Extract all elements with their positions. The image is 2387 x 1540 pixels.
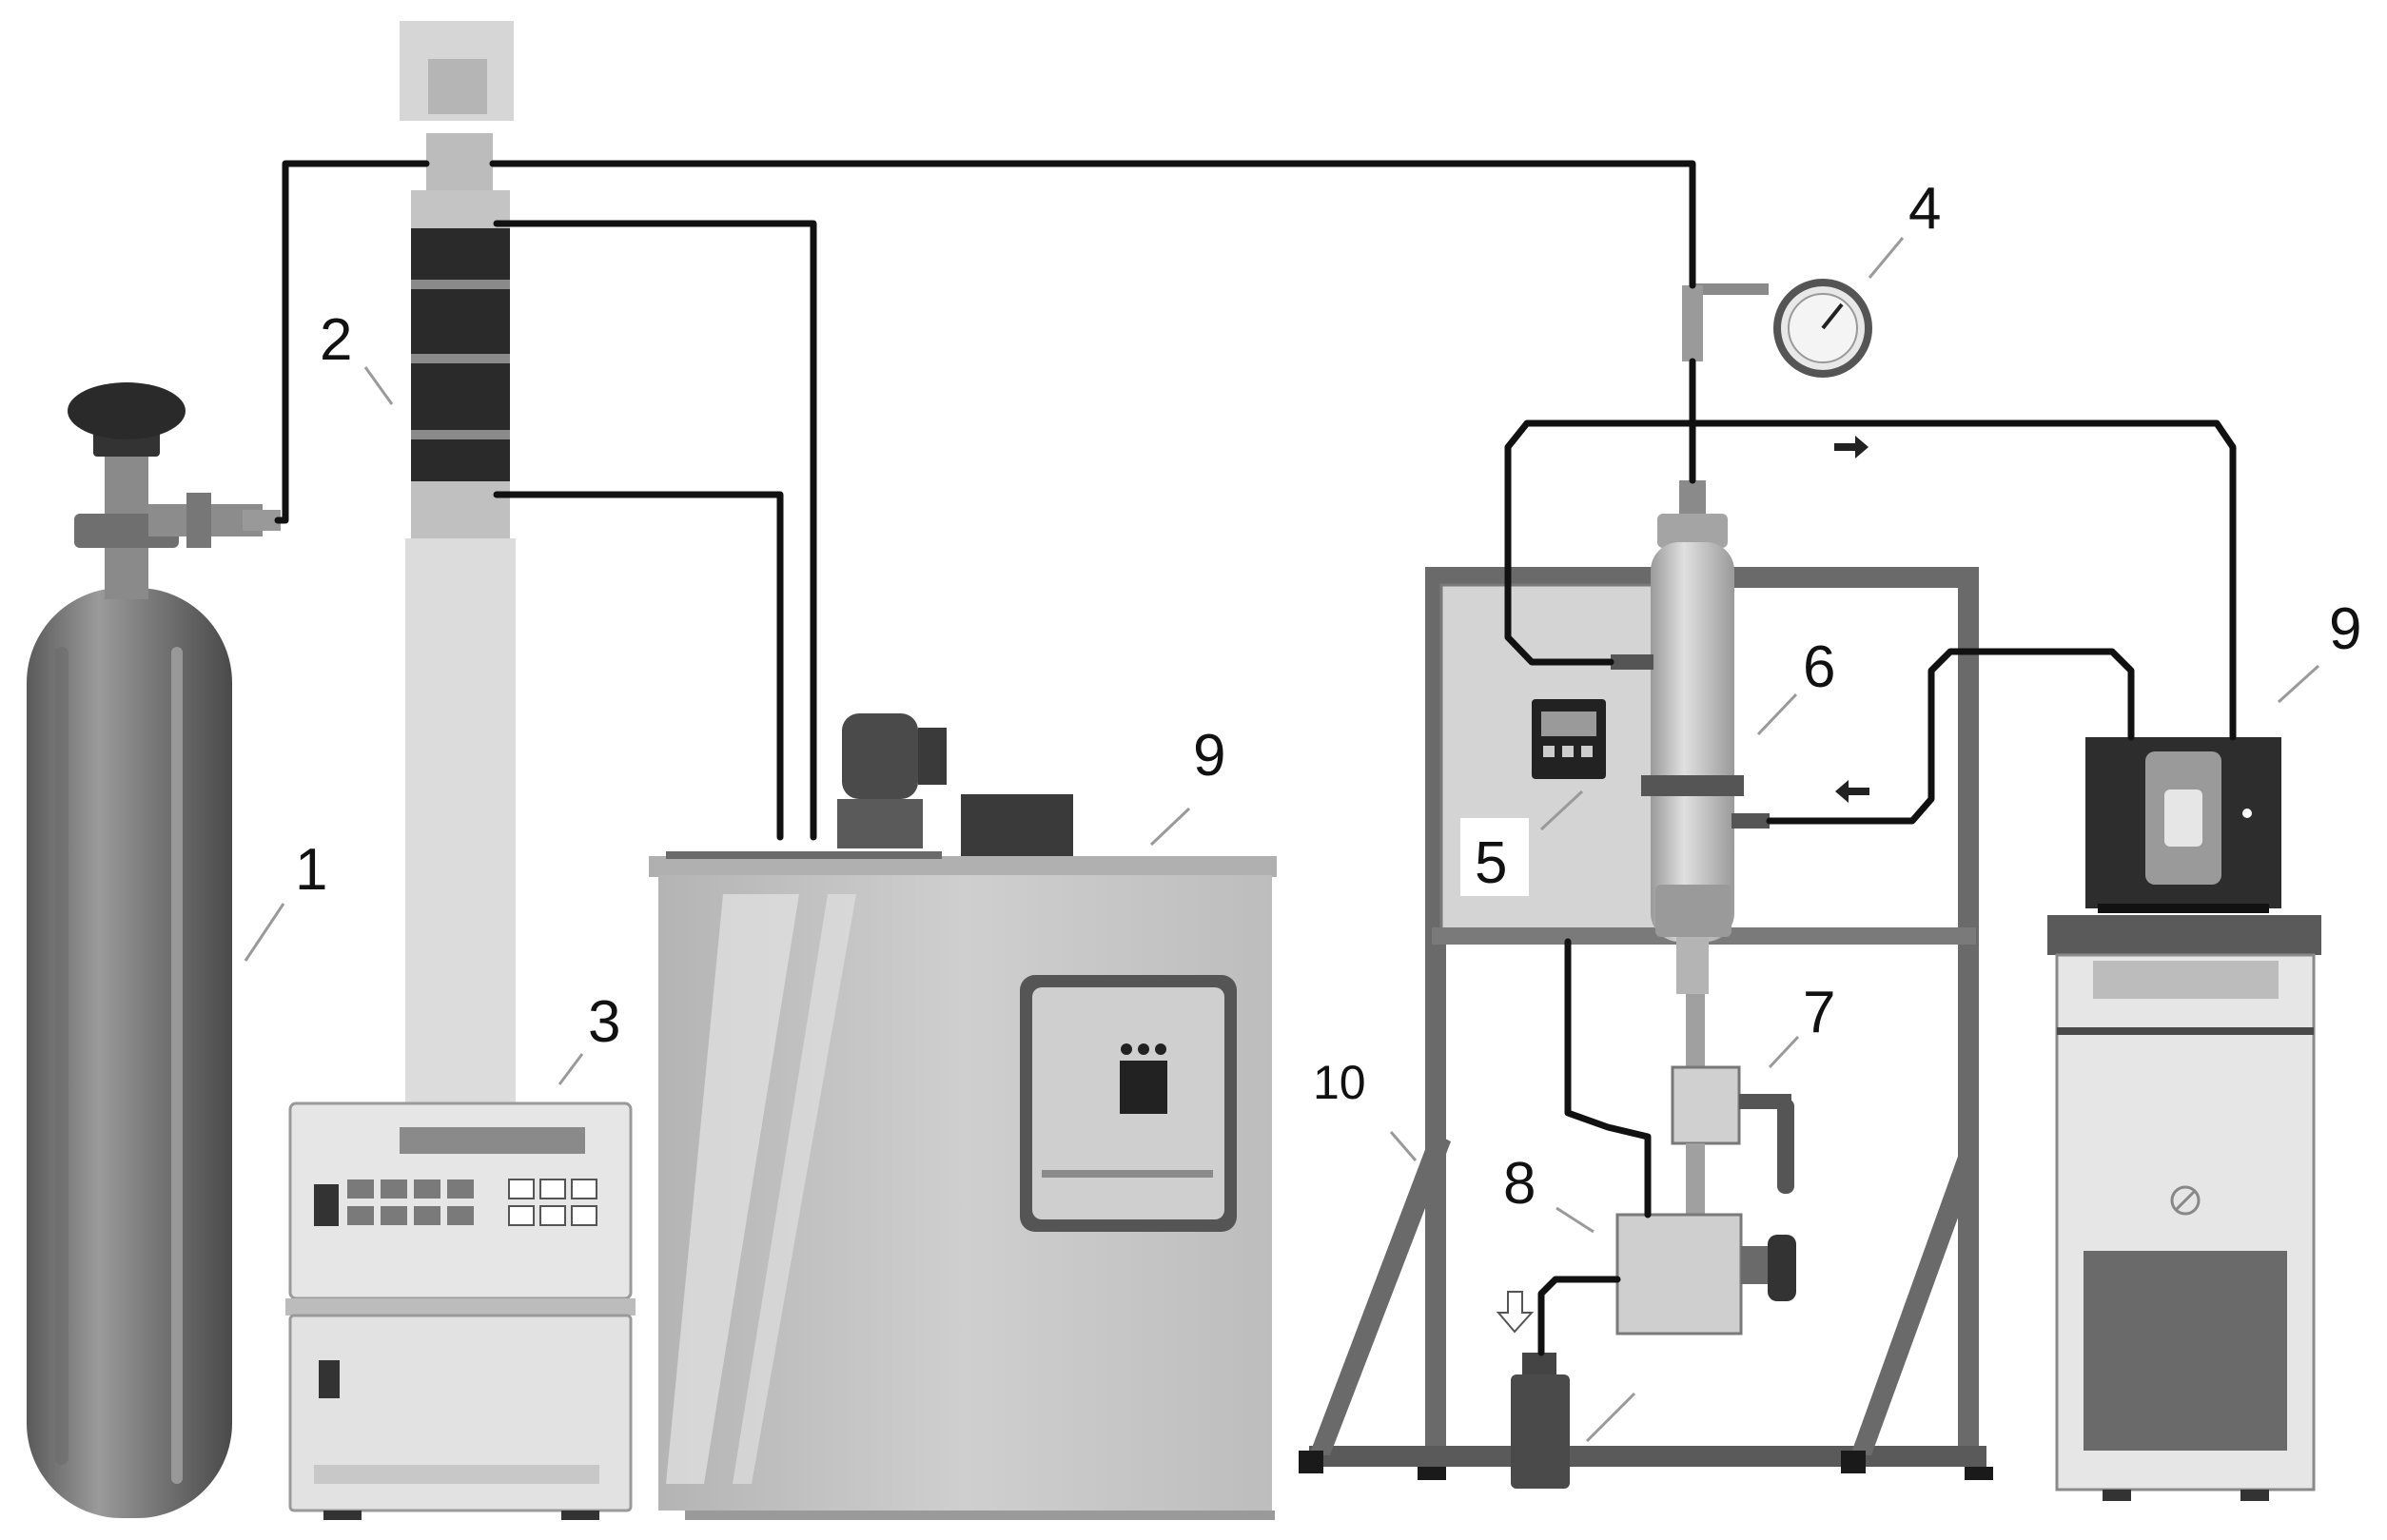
leader-5 [1539, 789, 1584, 831]
leader-bottle [1585, 1392, 1636, 1443]
leader-4 [1868, 237, 1905, 279]
leader-1 [244, 903, 285, 962]
label-2: 2 [320, 307, 352, 373]
flow-arrows [1834, 436, 1869, 803]
label-3: 3 [588, 989, 620, 1055]
co2-cylinder [27, 382, 281, 1518]
cooling-bath-left [649, 713, 1277, 1520]
leader-9-right [2277, 664, 2320, 704]
hplc-pump [285, 1101, 636, 1520]
collection-bottle [1496, 1291, 1570, 1489]
tubing [274, 160, 2237, 1356]
support-frame [1299, 567, 1993, 1480]
pump-head [400, 21, 516, 1109]
label-9-left: 9 [1193, 723, 1225, 789]
label-5: 5 [1475, 830, 1507, 896]
label-5-box [1460, 818, 1529, 896]
valve-upper [1671, 994, 1794, 1215]
leader-9-left [1149, 807, 1191, 847]
label-7: 7 [1803, 980, 1835, 1045]
label-9-right: 9 [2329, 596, 2361, 662]
leader-8 [1555, 1206, 1595, 1234]
circulator-right [2047, 737, 2321, 1501]
label-4: 4 [1908, 176, 1941, 242]
leader-7 [1768, 1035, 1800, 1069]
label-6: 6 [1803, 634, 1835, 700]
leader-6 [1756, 692, 1798, 736]
label-10: 10 [1313, 1056, 1366, 1109]
label-8: 8 [1503, 1151, 1536, 1217]
temperature-controller [1532, 699, 1606, 779]
pressure-gauge [1682, 279, 1872, 378]
valve-lower [1615, 1213, 1796, 1335]
leader-3 [558, 1053, 584, 1085]
leader-2 [363, 366, 394, 405]
leader-10 [1389, 1131, 1418, 1161]
extraction-vessel [1611, 480, 1770, 994]
label-1: 1 [295, 837, 327, 903]
